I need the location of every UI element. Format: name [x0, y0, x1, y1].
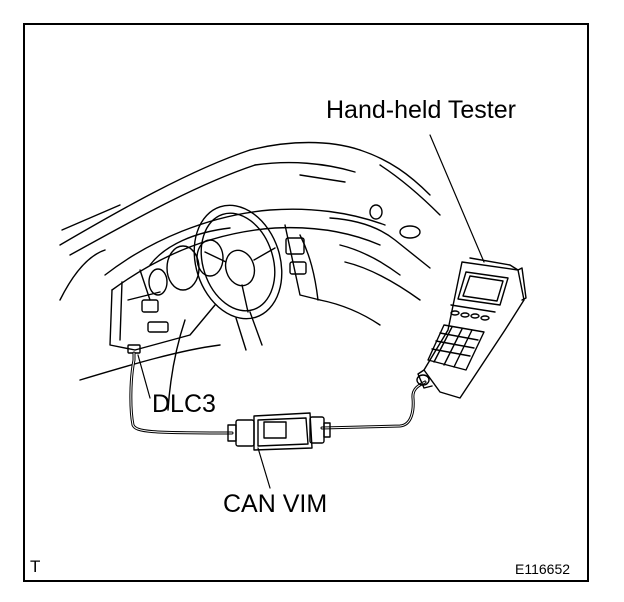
- hand-held-tester: [416, 257, 527, 399]
- can-vim-module: [227, 412, 331, 451]
- figure-frame: [23, 23, 589, 582]
- corner-mark: T: [30, 557, 41, 576]
- figure-code: E116652: [515, 561, 571, 577]
- dlc3-label: DLC3: [152, 390, 216, 418]
- can-vim-label: CAN VIM: [223, 490, 328, 518]
- car-interior: [59, 141, 441, 411]
- leader-lines: [137, 134, 485, 489]
- hand-held-tester-label: Hand-held Tester: [326, 96, 516, 124]
- cables: [129, 351, 427, 435]
